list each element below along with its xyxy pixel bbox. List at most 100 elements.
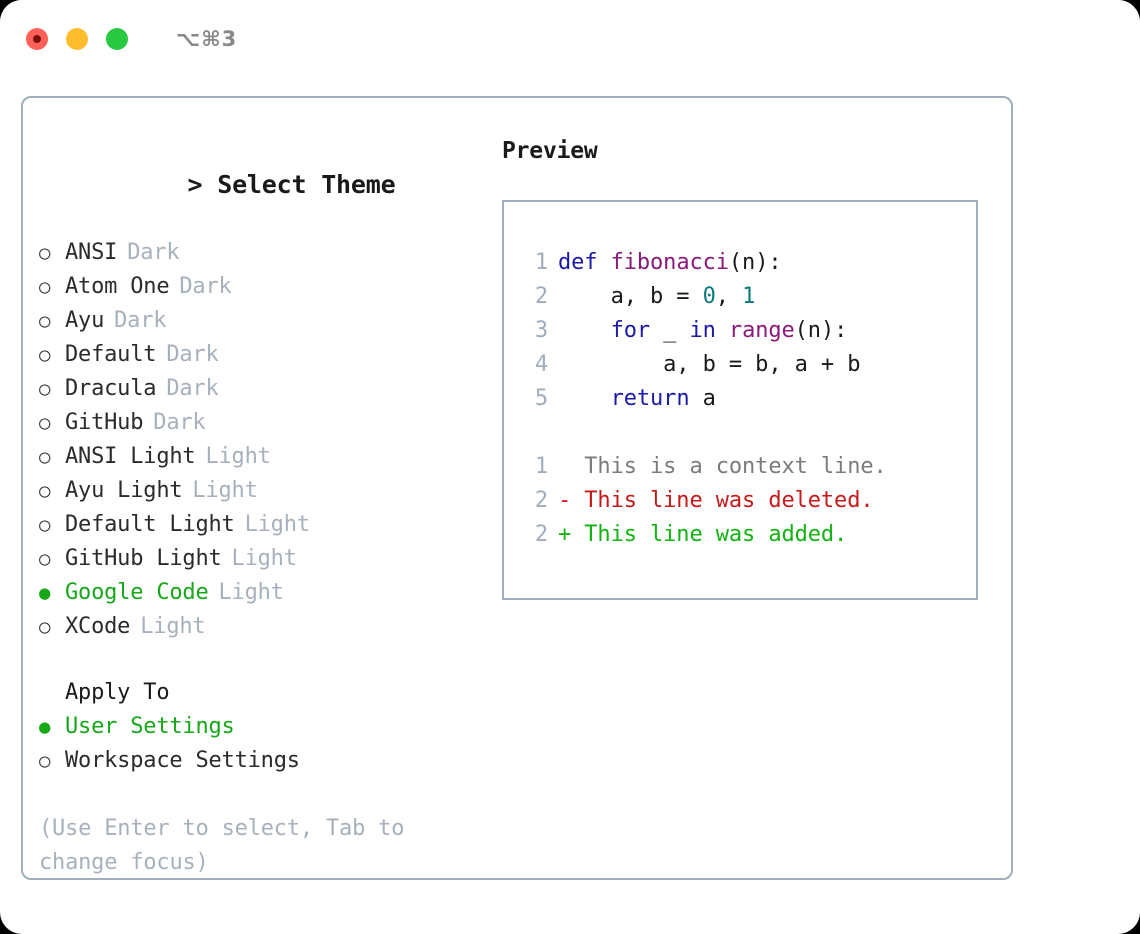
code-line-text: a, b = 0, 1 bbox=[558, 280, 756, 314]
code-token: return bbox=[610, 386, 690, 411]
theme-option-label: Google Code bbox=[65, 580, 209, 605]
radio-unselected-icon: ○ bbox=[39, 412, 51, 434]
theme-option-tag: Light bbox=[218, 580, 284, 605]
line-number: 2 bbox=[534, 284, 548, 309]
radio-unselected-icon: ○ bbox=[39, 378, 51, 400]
code-token: , bbox=[715, 284, 743, 309]
preview-heading: Preview bbox=[502, 138, 598, 164]
theme-option-github[interactable]: ○ GitHub Dark bbox=[39, 406, 491, 440]
minimize-window-button[interactable] bbox=[66, 28, 88, 50]
traffic-lights bbox=[26, 28, 128, 50]
theme-option-label: Default Light bbox=[65, 512, 235, 537]
theme-option-label: XCode bbox=[65, 614, 131, 639]
theme-option-tag: Dark bbox=[127, 240, 180, 265]
theme-option-tag: Dark bbox=[179, 274, 232, 299]
code-token bbox=[716, 318, 729, 343]
theme-option-label: Ayu Light bbox=[65, 478, 183, 503]
code-line: 3 for _ in range(n): bbox=[504, 314, 976, 348]
theme-option-label: GitHub bbox=[65, 410, 144, 435]
select-theme-heading: > Select Theme bbox=[39, 134, 491, 236]
line-number: 4 bbox=[534, 352, 548, 377]
radio-unselected-icon: ○ bbox=[39, 548, 51, 570]
theme-option-tag: Dark bbox=[153, 410, 206, 435]
code-line: 2 a, b = 0, 1 bbox=[504, 280, 976, 314]
line-number: 5 bbox=[534, 386, 548, 411]
code-token: a, b = bbox=[558, 284, 703, 309]
diff-line-text: - This line was deleted. bbox=[558, 488, 874, 513]
title-bar: ⌥⌘3 bbox=[0, 0, 1140, 78]
theme-option-label: ANSI bbox=[65, 240, 118, 265]
diff-line: 2- This line was deleted. bbox=[504, 484, 976, 518]
close-window-button[interactable] bbox=[26, 28, 48, 50]
apply-to-option-user-settings[interactable]: ●User Settings bbox=[39, 710, 491, 744]
prompt-caret-icon: > bbox=[187, 170, 203, 199]
code-token: (n): bbox=[728, 250, 782, 275]
theme-option-tag: Light bbox=[205, 444, 271, 469]
theme-option-label: Default bbox=[65, 342, 157, 367]
keyboard-shortcut-label: ⌥⌘3 bbox=[176, 27, 238, 51]
apply-to-option-label: Workspace Settings bbox=[65, 748, 300, 773]
code-line: 5 return a bbox=[504, 382, 976, 416]
code-token: def bbox=[558, 250, 611, 275]
code-line-text: def fibonacci(n): bbox=[558, 246, 782, 280]
theme-option-label: GitHub Light bbox=[65, 546, 222, 571]
theme-option-dracula[interactable]: ○ Dracula Dark bbox=[39, 372, 491, 406]
select-theme-heading-label: Select Theme bbox=[217, 170, 396, 199]
apply-to-option-label: User Settings bbox=[65, 714, 235, 739]
theme-option-tag: Light bbox=[244, 512, 310, 537]
code-token: for bbox=[610, 318, 651, 343]
radio-unselected-icon: ○ bbox=[39, 750, 51, 772]
diff-line: 2+ This line was added. bbox=[504, 518, 976, 552]
apply-to-option-workspace-settings[interactable]: ○ Workspace Settings bbox=[39, 744, 491, 778]
theme-option-tag: Dark bbox=[166, 376, 219, 401]
radio-unselected-icon: ○ bbox=[39, 514, 51, 536]
theme-option-atom-one[interactable]: ○ Atom One Dark bbox=[39, 270, 491, 304]
code-line: 4 a, b = b, a + b bbox=[504, 348, 976, 382]
theme-option-tag: Light bbox=[192, 478, 258, 503]
code-line-text: return a bbox=[558, 382, 716, 416]
theme-option-label: Ayu bbox=[65, 308, 105, 333]
radio-unselected-icon: ○ bbox=[39, 480, 51, 502]
theme-option-label: ANSI Light bbox=[65, 444, 196, 469]
code-token: a, b = b, a + b bbox=[558, 352, 861, 377]
preview-diff-block: 1 This is a context line.2- This line wa… bbox=[504, 450, 976, 552]
code-token bbox=[558, 318, 611, 343]
theme-option-ayu-light[interactable]: ○ Ayu Light Light bbox=[39, 474, 491, 508]
code-token bbox=[558, 386, 611, 411]
code-token: range bbox=[728, 318, 795, 343]
code-line-text: a, b = b, a + b bbox=[558, 348, 860, 382]
apply-to-list: ●User Settings ○ Workspace Settings bbox=[39, 710, 491, 778]
theme-option-label: Dracula bbox=[65, 376, 157, 401]
diff-line-text: + This line was added. bbox=[558, 522, 848, 547]
apply-to-heading: Apply To bbox=[65, 680, 170, 705]
theme-option-ansi-light[interactable]: ○ ANSI Light Light bbox=[39, 440, 491, 474]
radio-unselected-icon: ○ bbox=[39, 242, 51, 264]
diff-line-text: This is a context line. bbox=[558, 454, 887, 479]
code-token: 0 bbox=[702, 284, 716, 309]
radio-unselected-icon: ○ bbox=[39, 616, 51, 638]
code-token: 1 bbox=[742, 284, 756, 309]
radio-unselected-icon: ○ bbox=[39, 276, 51, 298]
radio-unselected-icon: ○ bbox=[39, 446, 51, 468]
diff-line: 1 This is a context line. bbox=[504, 450, 976, 484]
theme-option-default-light[interactable]: ○ Default Light Light bbox=[39, 508, 491, 542]
theme-option-ansi[interactable]: ○ ANSI Dark bbox=[39, 236, 491, 270]
preview-spacer bbox=[504, 416, 976, 450]
maximize-window-button[interactable] bbox=[106, 28, 128, 50]
theme-option-label: Atom One bbox=[65, 274, 170, 299]
line-number: 3 bbox=[534, 318, 548, 343]
theme-option-tag: Dark bbox=[114, 308, 167, 333]
code-token: a bbox=[689, 386, 716, 411]
